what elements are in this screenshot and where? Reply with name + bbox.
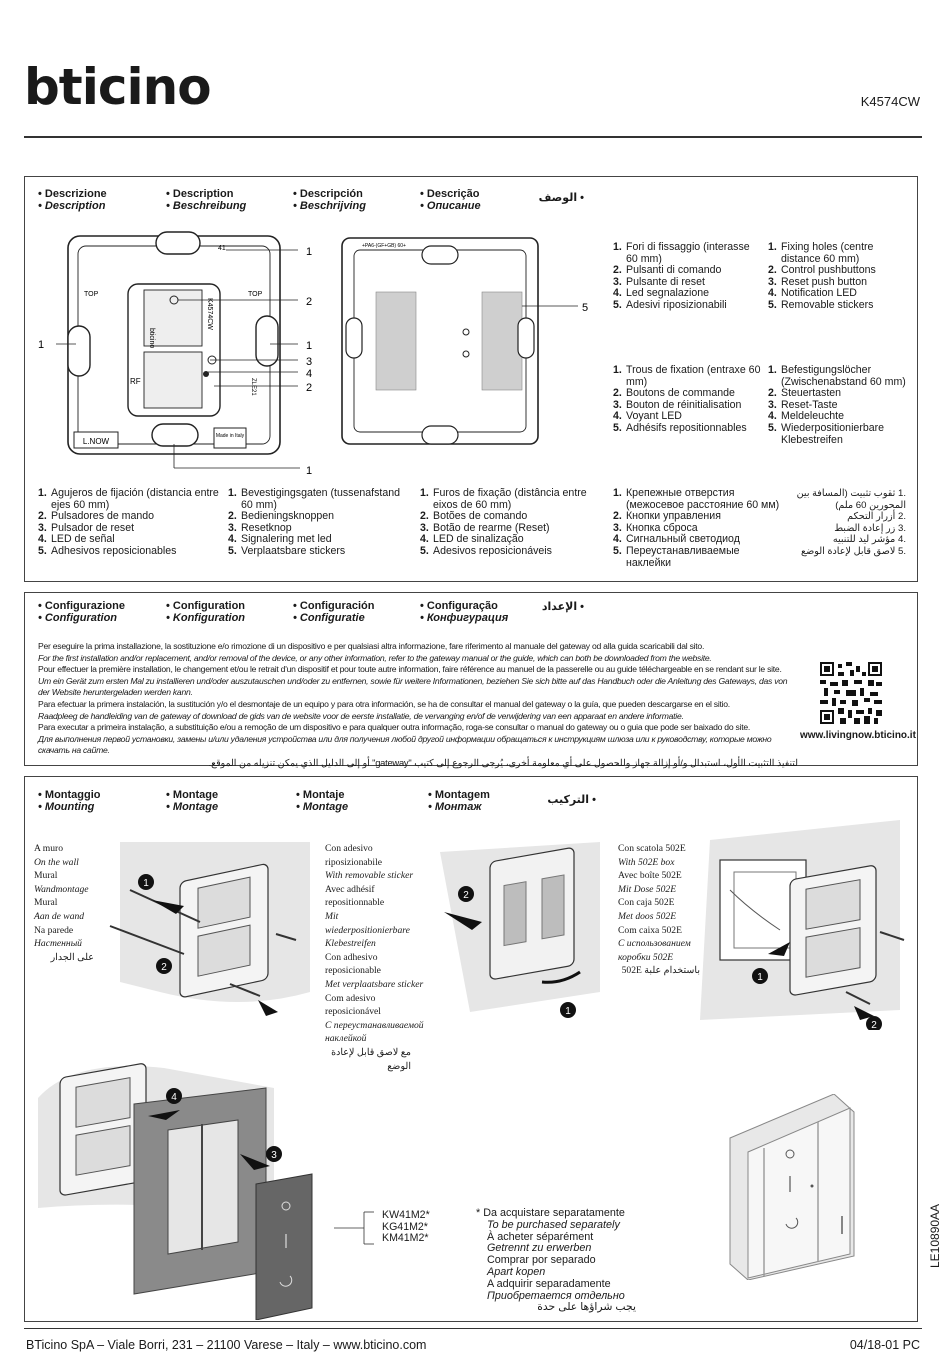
wall-mount-caption: A muro On the wall Mural Wandmontage Mur… <box>34 843 94 963</box>
desc-header-3: • Descripción• Beschrijving <box>293 188 366 212</box>
front-callout-2b: 2 <box>306 382 312 394</box>
config-header-1: • Configurazione• Configuration <box>38 600 125 624</box>
list-fr: 1.Trous de fixation (entraxe 60 mm) 2.Bo… <box>613 364 761 434</box>
front-callout-1c: 1 <box>306 340 312 352</box>
list-ar: .1 ثقوب تثبيت (المسافة بين المحورين 60 م… <box>796 488 906 557</box>
box-step-2: 2 <box>871 1020 877 1030</box>
front-callout-2a: 2 <box>306 296 312 308</box>
num41-label: 41 <box>218 245 226 252</box>
header-rule <box>24 136 922 138</box>
model-code: K4574CW <box>860 94 920 109</box>
list-ru: 1.Крепежные отверстия (межосевое расстоя… <box>613 487 780 569</box>
footer-address: BTicino SpA – Viale Borri, 231 – 21100 V… <box>26 1338 427 1352</box>
zle-label: ZLE21 <box>250 378 256 396</box>
brand-logo: bticino <box>24 58 212 116</box>
front-callout-1b: 1 <box>306 246 312 258</box>
sticker-step-2: 2 <box>463 890 469 901</box>
mount-header-3: • Montaje• Montage <box>296 789 349 813</box>
footer-revision: 04/18-01 PC <box>849 1338 920 1352</box>
lnow-label: L.NOW <box>83 437 110 446</box>
list-pt: 1.Furos de fixação (distância entre eixo… <box>420 487 587 557</box>
box-step-1: 1 <box>757 972 763 983</box>
top-label-left: TOP <box>84 291 99 298</box>
plate-cover-illustration: 4 3 <box>38 1063 313 1320</box>
accessory-codes: KW41M2* KG41M2* KM41M2* <box>382 1209 430 1245</box>
made-in-italy-label: Made in Italy <box>216 433 245 439</box>
device-front-drawing: L.NOW Made in Italy TOP TOP RF bticino K… <box>38 231 312 477</box>
list-nl: 1.Bevestigingsgaten (tussenafstand 60 mm… <box>228 487 401 557</box>
website-link[interactable]: www.livingnow.bticino.it <box>800 730 916 741</box>
footer-rule <box>24 1328 922 1329</box>
mount-header-4: • Montagem• Монтаж <box>428 789 490 813</box>
front-callout-1a: 1 <box>38 339 44 351</box>
list-it: 1.Fori di fissaggio (interasse 60 mm) 2.… <box>613 241 750 311</box>
config-header-2: • Configuration• Konfiguration <box>166 600 246 624</box>
list-es: 1.Agujeros de fijación (distancia entre … <box>38 487 219 557</box>
sticker-mount-illustration: 2 1 <box>440 842 600 1018</box>
mount-header-ar: • التركيب <box>547 794 596 806</box>
configuration-text: Per eseguire la prima installazione, la … <box>38 641 798 768</box>
plate-step-4: 4 <box>171 1092 177 1103</box>
config-header-ar: • الإعداد <box>541 601 584 613</box>
front-callout-4: 4 <box>306 368 312 380</box>
config-header-4: • Configuração• Конфигурация <box>420 600 509 624</box>
mounting-section <box>24 776 918 1322</box>
description-section <box>24 176 918 582</box>
wall-step-2: 2 <box>161 962 167 973</box>
qr-code-icon <box>820 662 882 724</box>
device-brand-label: bticino <box>148 328 155 348</box>
configuration-section <box>24 592 918 766</box>
back-text-label: +PA6-(GF+GB) 60+ <box>362 243 406 249</box>
front-callout-1d: 1 <box>306 465 312 477</box>
finished-product-illustration <box>729 1094 855 1280</box>
device-model-label: K4574CW <box>206 298 213 330</box>
box-mount-caption: Con scatola 502E With 502E box Avec boît… <box>618 843 700 977</box>
rf-label: RF <box>130 377 141 386</box>
document-code: LE10890AA <box>928 1203 942 1268</box>
list-en: 1.Fixing holes (centre distance 60 mm) 2… <box>768 241 876 311</box>
device-back-drawing: +PA6-(GF+GB) 60+ 5 <box>341 237 588 445</box>
desc-header-4: • Descrição• Описание <box>420 188 481 212</box>
desc-header-1: • Descrizione• Description <box>38 188 107 212</box>
top-label-right: TOP <box>248 291 263 298</box>
back-callout-5: 5 <box>582 302 588 314</box>
mount-header-1: • Montaggio• Mounting <box>38 789 101 813</box>
desc-header-2: • Description• Beschreibung <box>166 188 247 212</box>
plate-step-3: 3 <box>271 1150 277 1161</box>
wall-mount-illustration: 1 2 <box>109 842 310 1016</box>
wall-step-1: 1 <box>143 878 149 889</box>
box-mount-illustration: 1 2 <box>700 820 905 1030</box>
config-header-3: • Configuración• Configuratie <box>293 600 375 624</box>
mount-header-2: • Montage• Montage <box>166 789 219 813</box>
desc-header-ar: • الوصف <box>538 192 584 204</box>
sticker-step-1: 1 <box>565 1006 571 1017</box>
codes-bracket <box>334 1211 374 1245</box>
front-callout-3: 3 <box>306 356 312 368</box>
purchase-note: * Da acquistare separatamente To be purc… <box>476 1207 636 1314</box>
list-de: 1.Befestigungslöcher (Zwischenabstand 60… <box>768 364 906 446</box>
sticker-mount-caption: Con adesivo riposizionabile With removab… <box>325 843 424 1072</box>
